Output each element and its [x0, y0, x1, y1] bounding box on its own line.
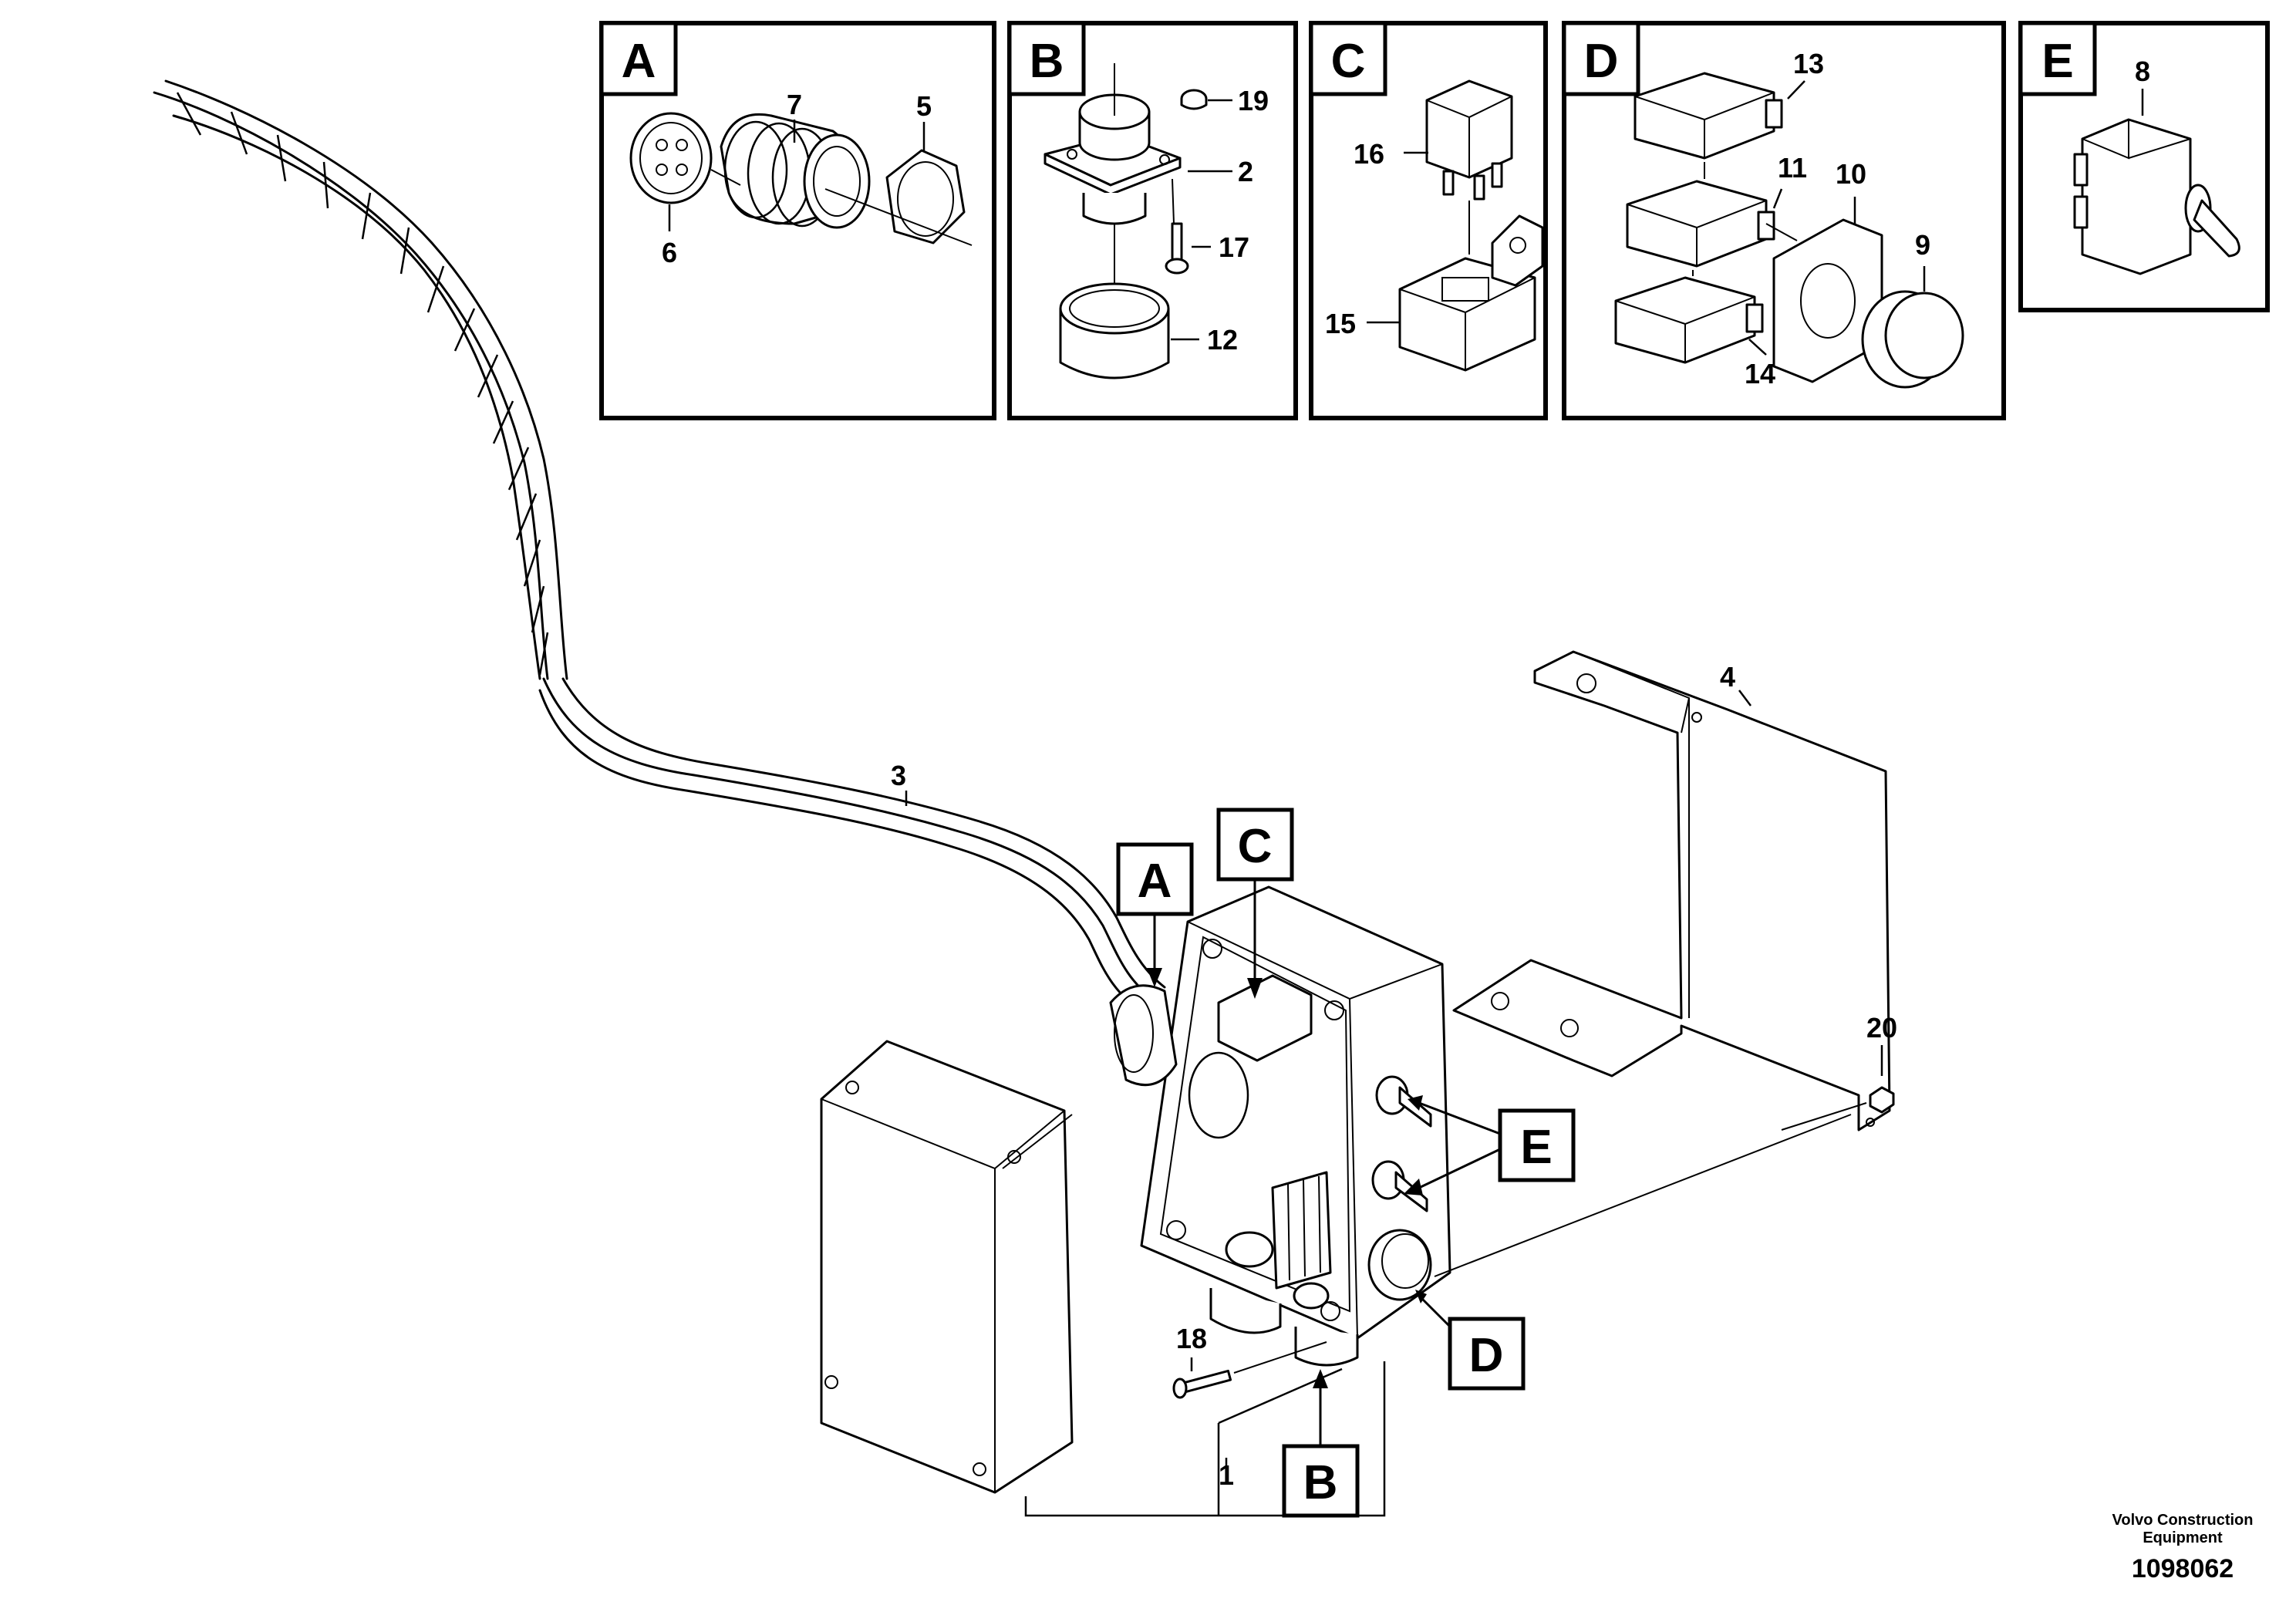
main-tag-c [1216, 808, 1294, 882]
main-tag-e-label: E [1520, 1121, 1552, 1174]
contact-block-top-part [1633, 72, 1783, 160]
callout-9: 9 [1915, 229, 1930, 261]
contact-block-bottom-part [1614, 276, 1764, 364]
socket-connector-part [1043, 93, 1182, 225]
main-tag-b [1282, 1444, 1360, 1518]
detail-tag-b-label: B [1030, 35, 1064, 88]
detail-tag-d-label: D [1584, 35, 1619, 88]
callout-6: 6 [662, 237, 677, 268]
callout-8: 8 [2135, 56, 2150, 87]
callout-15: 15 [1325, 308, 1356, 339]
main-tag-d-label: D [1469, 1329, 1504, 1382]
callout-1: 1 [1219, 1459, 1234, 1491]
push-button-part [1861, 290, 1964, 389]
detail-view-d: D [1562, 21, 2006, 420]
nut-part [1180, 89, 1208, 110]
detail-frame-d [1562, 21, 2006, 420]
main-tag-d [1448, 1317, 1526, 1391]
spiral-cable-harness [153, 79, 568, 680]
detail-frame-e [2018, 21, 2270, 312]
cable-gland-part [720, 113, 871, 229]
detail-view-c: C 16 15 [1309, 21, 1548, 420]
lock-nut-part [885, 149, 966, 244]
detail-view-a: A 7 5 6 [599, 21, 996, 420]
main-tag-e [1498, 1108, 1576, 1182]
callout-17: 17 [1219, 231, 1249, 263]
detail-tag-c [1309, 21, 1387, 96]
enclosure-box [1109, 885, 1451, 1367]
main-tag-a [1116, 842, 1194, 916]
main-tag-a-label: A [1138, 855, 1172, 908]
enclosure-lid [820, 1040, 1074, 1494]
main-tag-c-label: C [1238, 820, 1273, 873]
seal-insert-part [629, 112, 713, 204]
detail-view-e: E 8 [2018, 21, 2270, 312]
callout-19: 19 [1238, 85, 1269, 116]
detail-frame-b [1007, 21, 1298, 420]
screw-part [1165, 222, 1189, 275]
detail-tag-b [1007, 21, 1086, 96]
callout-14: 14 [1745, 358, 1775, 389]
callout-2: 2 [1238, 156, 1253, 187]
contact-block-middle-part [1626, 180, 1775, 268]
callout-16: 16 [1354, 138, 1384, 170]
detail-frame-c [1309, 21, 1548, 420]
callout-4: 4 [1720, 661, 1735, 693]
brand-line-2: Equipment [2143, 1529, 2223, 1546]
callout-13: 13 [1793, 48, 1824, 79]
detail-tag-e-label: E [2041, 35, 2073, 88]
callout-12: 12 [1207, 324, 1238, 356]
detail-tag-a [599, 21, 678, 96]
cover-ring-part [1059, 282, 1170, 379]
callout-5: 5 [916, 90, 932, 122]
detail-tag-d [1562, 21, 1640, 96]
relay-socket-part [1398, 214, 1544, 372]
detail-tag-c-label: C [1331, 35, 1366, 88]
nut-20-part [1869, 1086, 1895, 1114]
document-number: 1098062 [2132, 1554, 2234, 1583]
screw-18-part [1172, 1369, 1232, 1399]
callout-7: 7 [787, 89, 802, 120]
detail-tag-a-label: A [622, 35, 656, 88]
toggle-switch-part [2073, 118, 2240, 275]
callout-10: 10 [1836, 158, 1866, 190]
callout-18: 18 [1176, 1323, 1207, 1354]
brand-line-1: Volvo Construction [2112, 1512, 2254, 1529]
callout-3: 3 [891, 760, 906, 791]
callout-11: 11 [1778, 152, 1807, 184]
detail-tag-e [2018, 21, 2097, 96]
cable-to-box [538, 677, 1166, 1020]
detail-frame-a [599, 21, 996, 420]
callout-20: 20 [1866, 1012, 1897, 1044]
relay-part [1425, 79, 1513, 201]
main-tag-b-label: B [1303, 1456, 1338, 1509]
detail-view-b: B 1 [1007, 21, 1298, 420]
mounting-bracket [1452, 650, 1891, 1131]
